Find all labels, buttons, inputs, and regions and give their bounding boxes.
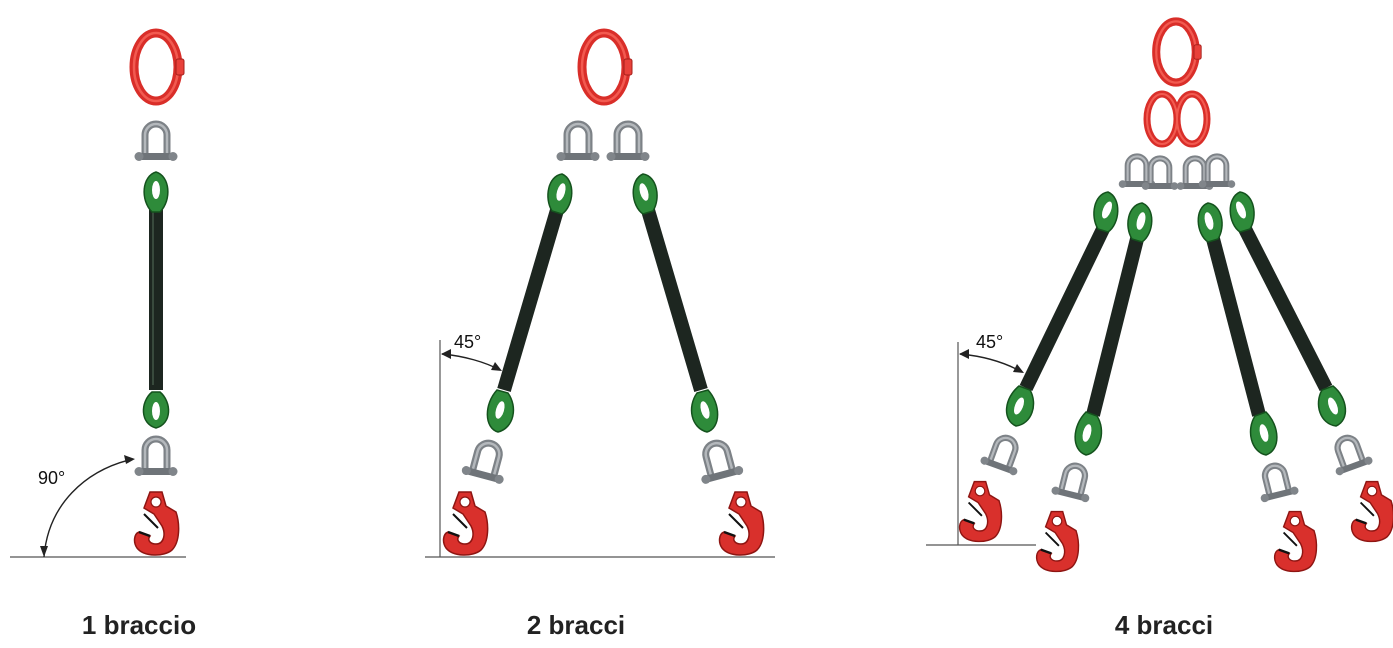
- sling-leg-3: [1197, 202, 1278, 456]
- diagram-one-leg: 90°: [10, 33, 186, 558]
- master-ring: [582, 33, 632, 101]
- angle-label: 90°: [38, 468, 65, 488]
- arrow-head-icon: [124, 455, 135, 464]
- sling-eye-bottom: [142, 391, 170, 429]
- shackle-bottom-4: [1326, 432, 1374, 477]
- arrow-head-icon: [491, 362, 502, 371]
- hook: [133, 490, 180, 557]
- sling-leg-left: [486, 173, 573, 433]
- caption-four-legs: 4 bracci: [1114, 610, 1214, 640]
- sling-leg-2: [1074, 202, 1153, 456]
- shackle-bottom: [135, 439, 178, 476]
- arrow-head-icon: [441, 349, 451, 359]
- caption-two-legs: 2 bracci: [526, 610, 626, 640]
- hook-4: [1350, 480, 1393, 543]
- shackle-bottom-1: [979, 432, 1027, 477]
- diagram-two-legs: 45°: [425, 33, 775, 558]
- angle-arc: [43, 458, 134, 558]
- sling-leg-4: [1229, 191, 1347, 427]
- hook-right: [718, 490, 765, 557]
- hook-3: [1273, 510, 1318, 573]
- shackle-top-left: [557, 124, 600, 161]
- shackle-top: [135, 124, 178, 161]
- shackle-bottom-right: [693, 438, 744, 485]
- shackle-bottom-3: [1254, 461, 1300, 503]
- master-ring-assembly: [1143, 21, 1211, 148]
- shackle-bottom-left: [461, 438, 512, 485]
- shackle-top-right: [607, 124, 650, 161]
- hook-1: [958, 480, 1003, 543]
- caption-one-leg: 1 braccio: [81, 610, 197, 640]
- sling-leg: [142, 171, 170, 429]
- shackle-bottom-2: [1051, 461, 1097, 503]
- master-ring: [134, 33, 184, 101]
- sling-leg-1: [1005, 191, 1119, 427]
- arrow-head-icon: [959, 349, 969, 359]
- arrow-head-icon: [40, 546, 48, 557]
- sling-eye-top: [143, 171, 169, 213]
- arrow-head-icon: [1013, 364, 1024, 373]
- diagram-four-legs: 45°: [926, 21, 1393, 573]
- hook-2: [1035, 510, 1080, 573]
- angle-arc: [959, 353, 1023, 373]
- angle-label: 45°: [454, 332, 481, 352]
- hook-left: [442, 490, 489, 557]
- sling-leg-right: [632, 173, 719, 433]
- angle-label: 45°: [976, 332, 1003, 352]
